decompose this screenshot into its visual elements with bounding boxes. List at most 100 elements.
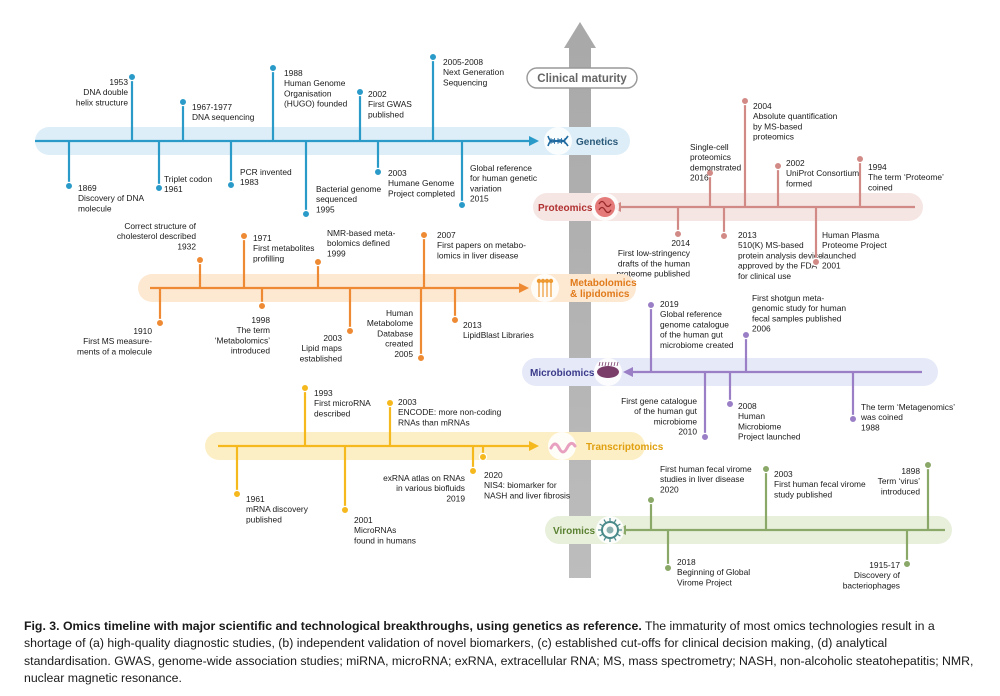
event-dot [646, 300, 656, 310]
caption-title: Fig. 3. Omics timeline with major scient… [24, 619, 642, 633]
clinical-maturity-label-box [526, 67, 638, 89]
event-dot [855, 154, 865, 164]
event-dot [428, 52, 438, 62]
event-dot [345, 326, 355, 336]
event-dot [705, 168, 715, 178]
caption-body: The immaturity of most omics technologie… [24, 619, 974, 686]
figure-caption: Fig. 3. Omics timeline with major scient… [24, 618, 976, 688]
event-dot [478, 452, 488, 462]
event-label: First shotgun meta-genomic study for hum… [752, 293, 846, 334]
event-dot [811, 257, 821, 267]
omics-label: Viromics [553, 526, 595, 537]
event-dot [457, 200, 467, 210]
event-dot [700, 432, 710, 442]
event-dot [268, 63, 278, 73]
timeline-arrow [519, 283, 529, 293]
lipid-icon [531, 274, 559, 302]
protein-icon [591, 193, 619, 221]
timeline-event: First shotgun meta-genomic study for hum… [741, 293, 846, 372]
virus-icon [596, 516, 624, 544]
event-dot [902, 559, 912, 569]
event-dot [195, 255, 205, 265]
timeline-metabolomics-lipidomics: Metabolomics& lipidomics Correct structur… [77, 221, 637, 363]
timeline-arrow [529, 441, 539, 451]
rna-strand-icon [548, 432, 577, 460]
event-dot [719, 231, 729, 241]
timeline-arrow [623, 367, 633, 377]
event-dot [232, 489, 242, 499]
event-dot [725, 399, 735, 409]
event-dot [419, 230, 429, 240]
event-dot [773, 161, 783, 171]
event-dot [155, 318, 165, 328]
omics-label: Metabolomics& lipidomics [570, 278, 637, 300]
event-dot [741, 330, 751, 340]
omics-label: Microbiomics [530, 368, 595, 379]
event-dot [64, 181, 74, 191]
event-dot [340, 505, 350, 515]
event-dot [450, 315, 460, 325]
event-dot [646, 495, 656, 505]
event-dot [848, 414, 858, 424]
event-dot [385, 398, 395, 408]
omics-label: Genetics [576, 137, 619, 148]
